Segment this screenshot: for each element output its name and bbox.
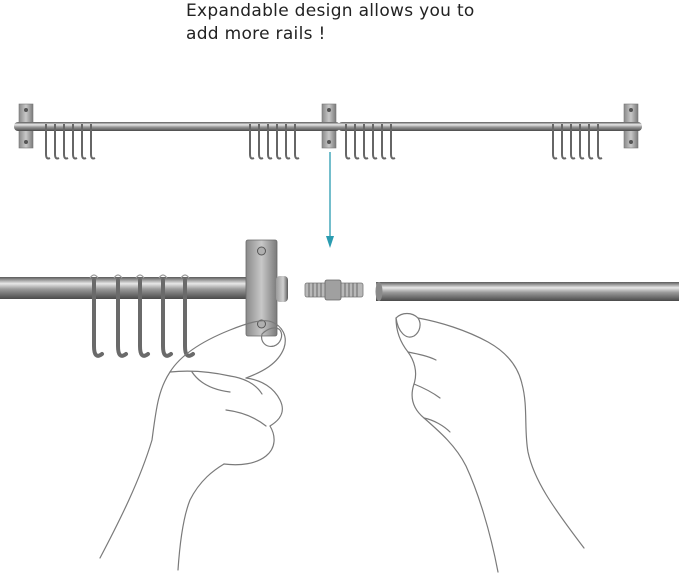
threaded-connector — [304, 279, 364, 301]
rail-rod-left — [14, 122, 340, 131]
left-hand-drawing — [99, 320, 286, 571]
hook-group-2 — [249, 124, 300, 160]
hook-group-4 — [552, 124, 603, 160]
hook-group-1 — [45, 124, 96, 160]
caption-line-2: add more rails ! — [186, 24, 326, 44]
right-hand-drawing — [395, 312, 585, 573]
detail-right-rail — [375, 282, 679, 301]
detail-left-rail — [0, 239, 288, 358]
assembled-rails — [14, 103, 642, 160]
rail-rod-right — [338, 122, 642, 131]
product-caption: Expandable design allows you to add more… — [186, 0, 606, 46]
detail-end-cap — [276, 276, 288, 302]
hook-group-3 — [345, 124, 396, 160]
detail-hooks — [92, 278, 195, 358]
caption-line-1: Expandable design allows you to — [186, 1, 475, 21]
detail-wall-bracket — [245, 239, 278, 337]
arrow-down-icon — [326, 152, 334, 248]
